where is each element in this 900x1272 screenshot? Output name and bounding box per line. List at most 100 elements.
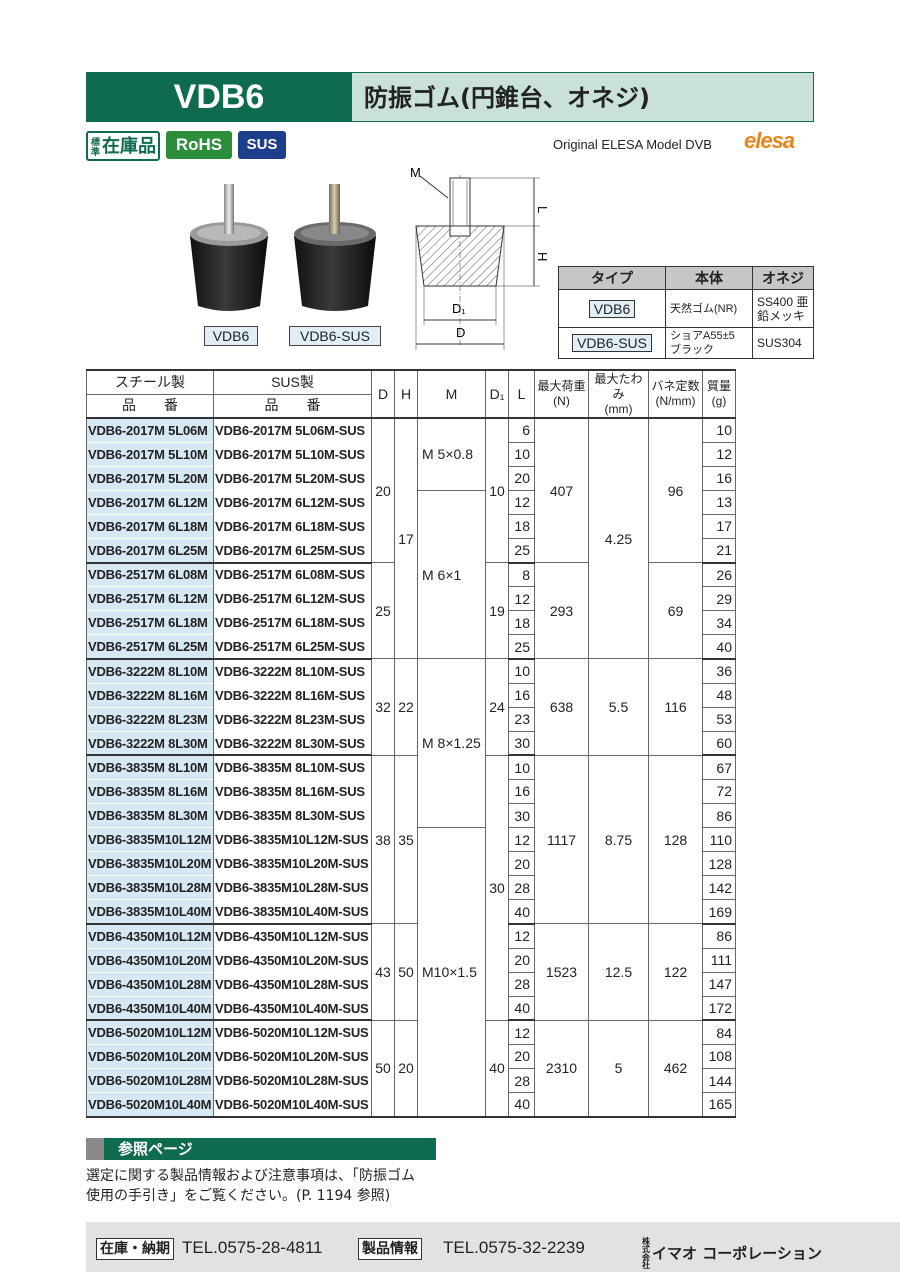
d1-value: 19 [485,562,509,660]
load-value: 1523 [534,923,589,1021]
sus-part-number: VDB6-3835M 8L10M-SUS [213,754,372,780]
l-value: 30 [508,730,535,756]
product-info-label: 製品情報 [358,1238,422,1260]
type-name: VDB6 [588,299,636,318]
mass-value: 86 [702,802,736,829]
l-value: 18 [508,610,535,636]
l-value: 25 [508,537,535,564]
sus-part-number: VDB6-5020M10L12M-SUS [213,1019,372,1045]
stock-tel: TEL.0575-28-4811 [182,1238,323,1257]
reference-bar [86,1138,436,1160]
steel-part-number: VDB6-4350M10L40M [86,995,214,1021]
body-header: 本体 [665,266,753,290]
l-value: 25 [508,634,535,660]
d-value: 32 [371,658,395,756]
sus-part-number: VDB6-2017M 6L12M-SUS [213,489,372,515]
type-cell: VDB6 [558,289,666,328]
sus-part-number: VDB6-3835M10L28M-SUS [213,875,372,900]
l-value: 40 [508,995,535,1021]
defl-value: 5 [588,1019,649,1118]
l-value: 20 [508,465,535,491]
steel-part-number: VDB6-3835M10L12M [86,827,214,852]
steel-part-number: VDB6-2017M 5L20M [86,465,214,491]
load-value: 638 [534,658,589,756]
steel-part-number: VDB6-2017M 6L12M [86,489,214,515]
vdb6-sus-photo [294,184,376,311]
sus-part-number: VDB6-2017M 5L06M-SUS [213,417,372,443]
d1-header: D₁ [485,369,509,419]
sus-badge: SUS [238,131,286,159]
sus-part-number: VDB6-4350M10L28M-SUS [213,971,372,997]
sus-part-number: VDB6-3835M10L12M-SUS [213,827,372,852]
load-value: 1117 [534,754,589,925]
l-value: 12 [508,922,535,949]
steel-part-number: VDB6-3835M 8L16M [86,778,214,804]
defl-header: 最大たわみ(mm) [588,369,649,419]
load-value: 293 [534,562,589,660]
elesa-logo: elesa [744,128,795,153]
l-value: 28 [508,971,535,997]
mass-value: 169 [702,899,736,925]
company-name: 株式会社イマオ コーポレーション [642,1238,822,1270]
sus-part-number: VDB6-2517M 6L18M-SUS [213,610,372,635]
sus-part-number: VDB6-3222M 8L16M-SUS [213,682,372,708]
spring-header-label: バネ定数 [651,379,700,393]
mass-header: 質量(g) [702,369,736,419]
d-value: 25 [371,562,395,660]
spec-table: スチール製 SUS製 D H M D₁ L 最大荷重(N) 最大たわみ(mm) … [86,369,736,1118]
l-value: 40 [508,899,535,925]
d-value: 38 [371,754,395,925]
l-value: 12 [508,1019,535,1045]
steel-part-number: VDB6-2017M 5L10M [86,441,214,467]
load-header: 最大荷重(N) [534,369,589,419]
product-title: 防振ゴム(円錐台、オネジ) [352,72,814,122]
defl-value: 8.75 [588,754,649,925]
m-value: M 6×1 [417,489,486,660]
thread-cell: SS400 亜鉛メッキ [752,289,814,328]
l-value: 18 [508,513,535,539]
product-photos [190,184,376,311]
sus-part-number: VDB6-2517M 6L25M-SUS [213,634,372,659]
type-table: タイプ 本体 オネジ VDB6 天然ゴム(NR) SS400 亜鉛メッキ VDB… [558,266,814,359]
mass-value: 48 [702,682,736,708]
steel-part-number: VDB6-3835M 8L10M [86,754,214,780]
steel-header: スチール製 [86,369,214,395]
sus-part-number: VDB6-2517M 6L08M-SUS [213,561,372,587]
l-value: 12 [508,489,535,515]
drawing-label-h: H [535,252,550,261]
mass-value: 67 [702,754,736,780]
steel-part-number: VDB6-2017M 6L25M [86,537,214,563]
m-value: M 5×0.8 [417,417,486,491]
d1-value: 24 [485,658,509,756]
steel-part-number: VDB6-2517M 6L08M [86,561,214,587]
l-value: 12 [508,586,535,612]
stock-badge-small: 標準 [91,137,101,158]
spring-header-unit: (N/mm) [655,394,696,408]
steel-part-number: VDB6-3222M 8L30M [86,730,214,756]
stock-delivery-label: 在庫・納期 [96,1238,174,1260]
steel-part-number: VDB6-5020M10L28M [86,1068,214,1093]
mass-value: 147 [702,971,736,997]
mass-value: 142 [702,875,736,901]
l-value: 10 [508,441,535,467]
sus-part-number: VDB6-3835M10L40M-SUS [213,899,372,924]
mass-value: 53 [702,706,736,732]
spring-value: 96 [648,417,703,564]
d-value: 20 [371,417,395,564]
l-value: 40 [508,1092,535,1118]
defl-value: 5.5 [588,658,649,756]
sus-part-number: VDB6-4350M10L40M-SUS [213,995,372,1021]
reference-text-line2: 使用の手引き」をご覧ください。(P. 1194 参照) [86,1188,391,1204]
defl-header-unit: (mm) [604,401,633,416]
load-header-unit: (N) [553,394,570,408]
d1-value: 10 [485,417,509,564]
product-info-tel: TEL.0575-32-2239 [443,1238,585,1257]
sus-header: SUS製 [213,369,372,395]
steel-part-number: VDB6-3835M10L20M [86,851,214,876]
d-value: 50 [371,1019,395,1118]
photo-label-vdb6-sus: VDB6-SUS [289,326,381,346]
footer [86,1222,900,1272]
l-value: 6 [508,417,535,443]
body-cell: 天然ゴム(NR) [665,289,753,328]
drawing-label-d: D [456,325,465,340]
